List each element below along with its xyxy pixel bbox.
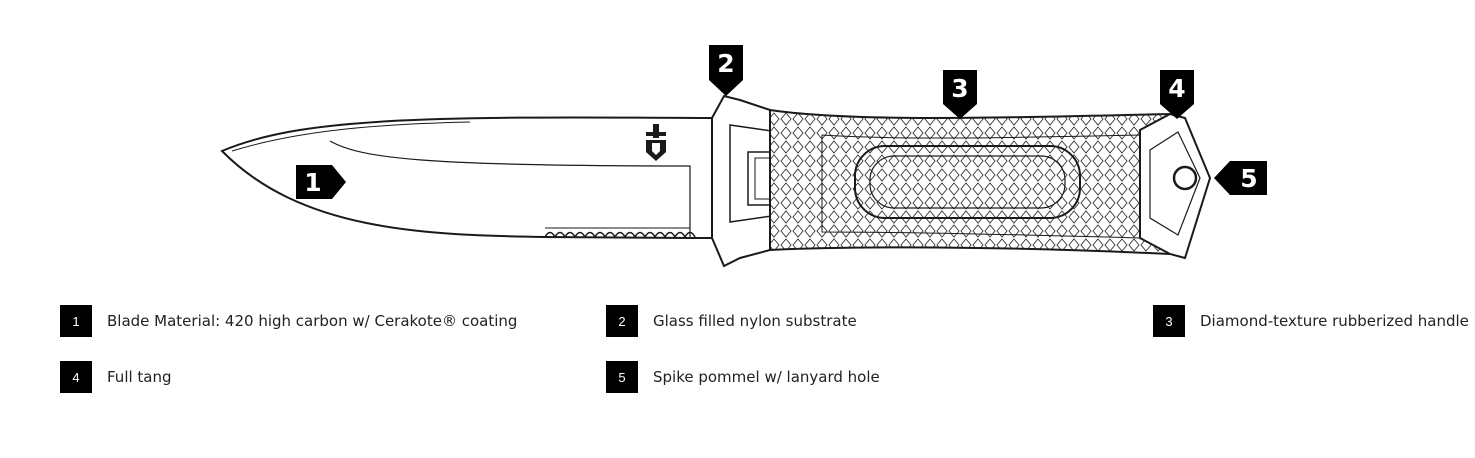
legend-item-5: 5 Spike pommel w/ lanyard hole: [606, 361, 880, 393]
legend-label: Diamond-texture rubberized handle: [1200, 312, 1469, 330]
knife-diagram: 1 2 3 4 5: [220, 45, 1267, 268]
handle: [769, 108, 1171, 256]
callout-marker-number: 2: [717, 49, 734, 78]
pommel: [1139, 112, 1212, 260]
legend-item-1: 1 Blade Material: 420 high carbon w/ Cer…: [60, 305, 517, 337]
lanyard-hole-icon: [1172, 165, 1198, 191]
legend-number-badge: 1: [60, 305, 92, 337]
legend-item-2: 2 Glass filled nylon substrate: [606, 305, 857, 337]
legend-item-3: 3 Diamond-texture rubberized handle: [1153, 305, 1469, 337]
callout-marker-1: 1: [296, 165, 346, 199]
legend-number-badge: 5: [606, 361, 638, 393]
blade: [220, 116, 713, 239]
legend-label: Glass filled nylon substrate: [653, 312, 857, 330]
legend-number-badge: 3: [1153, 305, 1185, 337]
callout-marker-number: 3: [951, 74, 968, 103]
legend-label: Full tang: [107, 368, 172, 386]
gerber-logo-icon: [646, 124, 666, 161]
callout-marker-number: 4: [1168, 74, 1185, 103]
callout-marker-3: 3: [943, 70, 977, 119]
legend-number-badge: 2: [606, 305, 638, 337]
callout-marker-2: 2: [709, 45, 743, 96]
legend-number-badge: 4: [60, 361, 92, 393]
legend-item-4: 4 Full tang: [60, 361, 172, 393]
legend-label: Blade Material: 420 high carbon w/ Cerak…: [107, 312, 518, 330]
callout-marker-5: 5: [1214, 161, 1267, 195]
callout-marker-number: 1: [304, 168, 321, 197]
legend-label: Spike pommel w/ lanyard hole: [653, 368, 880, 386]
callout-marker-number: 5: [1240, 164, 1257, 193]
callout-marker-4: 4: [1160, 70, 1194, 119]
